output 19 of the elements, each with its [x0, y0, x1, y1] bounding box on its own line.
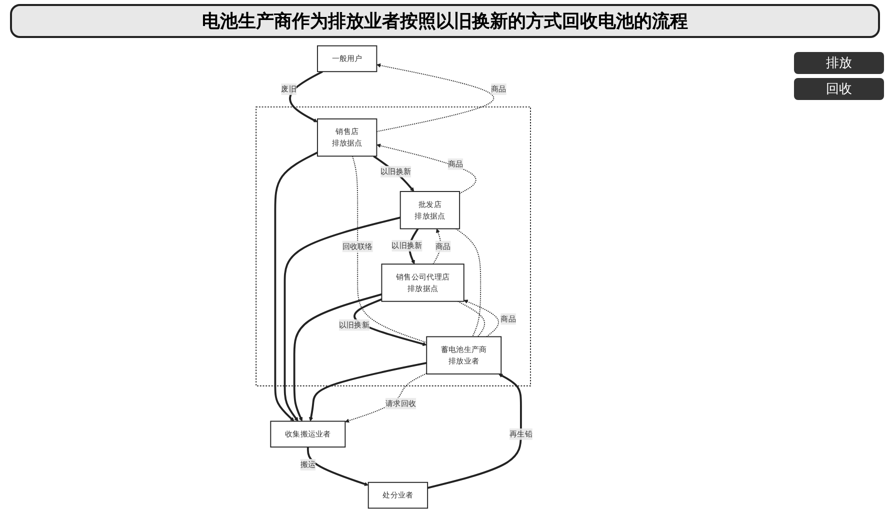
arrow [293, 293, 382, 422]
arrow [463, 300, 499, 338]
arrow [344, 372, 427, 423]
arrow [306, 447, 368, 486]
cluster [255, 106, 531, 386]
arrow [427, 374, 522, 489]
connector [352, 156, 427, 344]
arrow [284, 216, 400, 422]
arrow [376, 144, 476, 194]
connector [455, 228, 481, 338]
flow-label: 回收 [794, 78, 884, 100]
arrow [376, 63, 494, 132]
flow-label: 排放 [794, 52, 884, 74]
arrow [288, 70, 323, 122]
diagram-title: 电池生产商作为排放业者按照以旧换新的方式回收电池的流程 [10, 4, 880, 38]
arrow [308, 362, 427, 422]
connector [457, 300, 485, 338]
arrow [274, 152, 318, 422]
arrow [372, 155, 414, 192]
